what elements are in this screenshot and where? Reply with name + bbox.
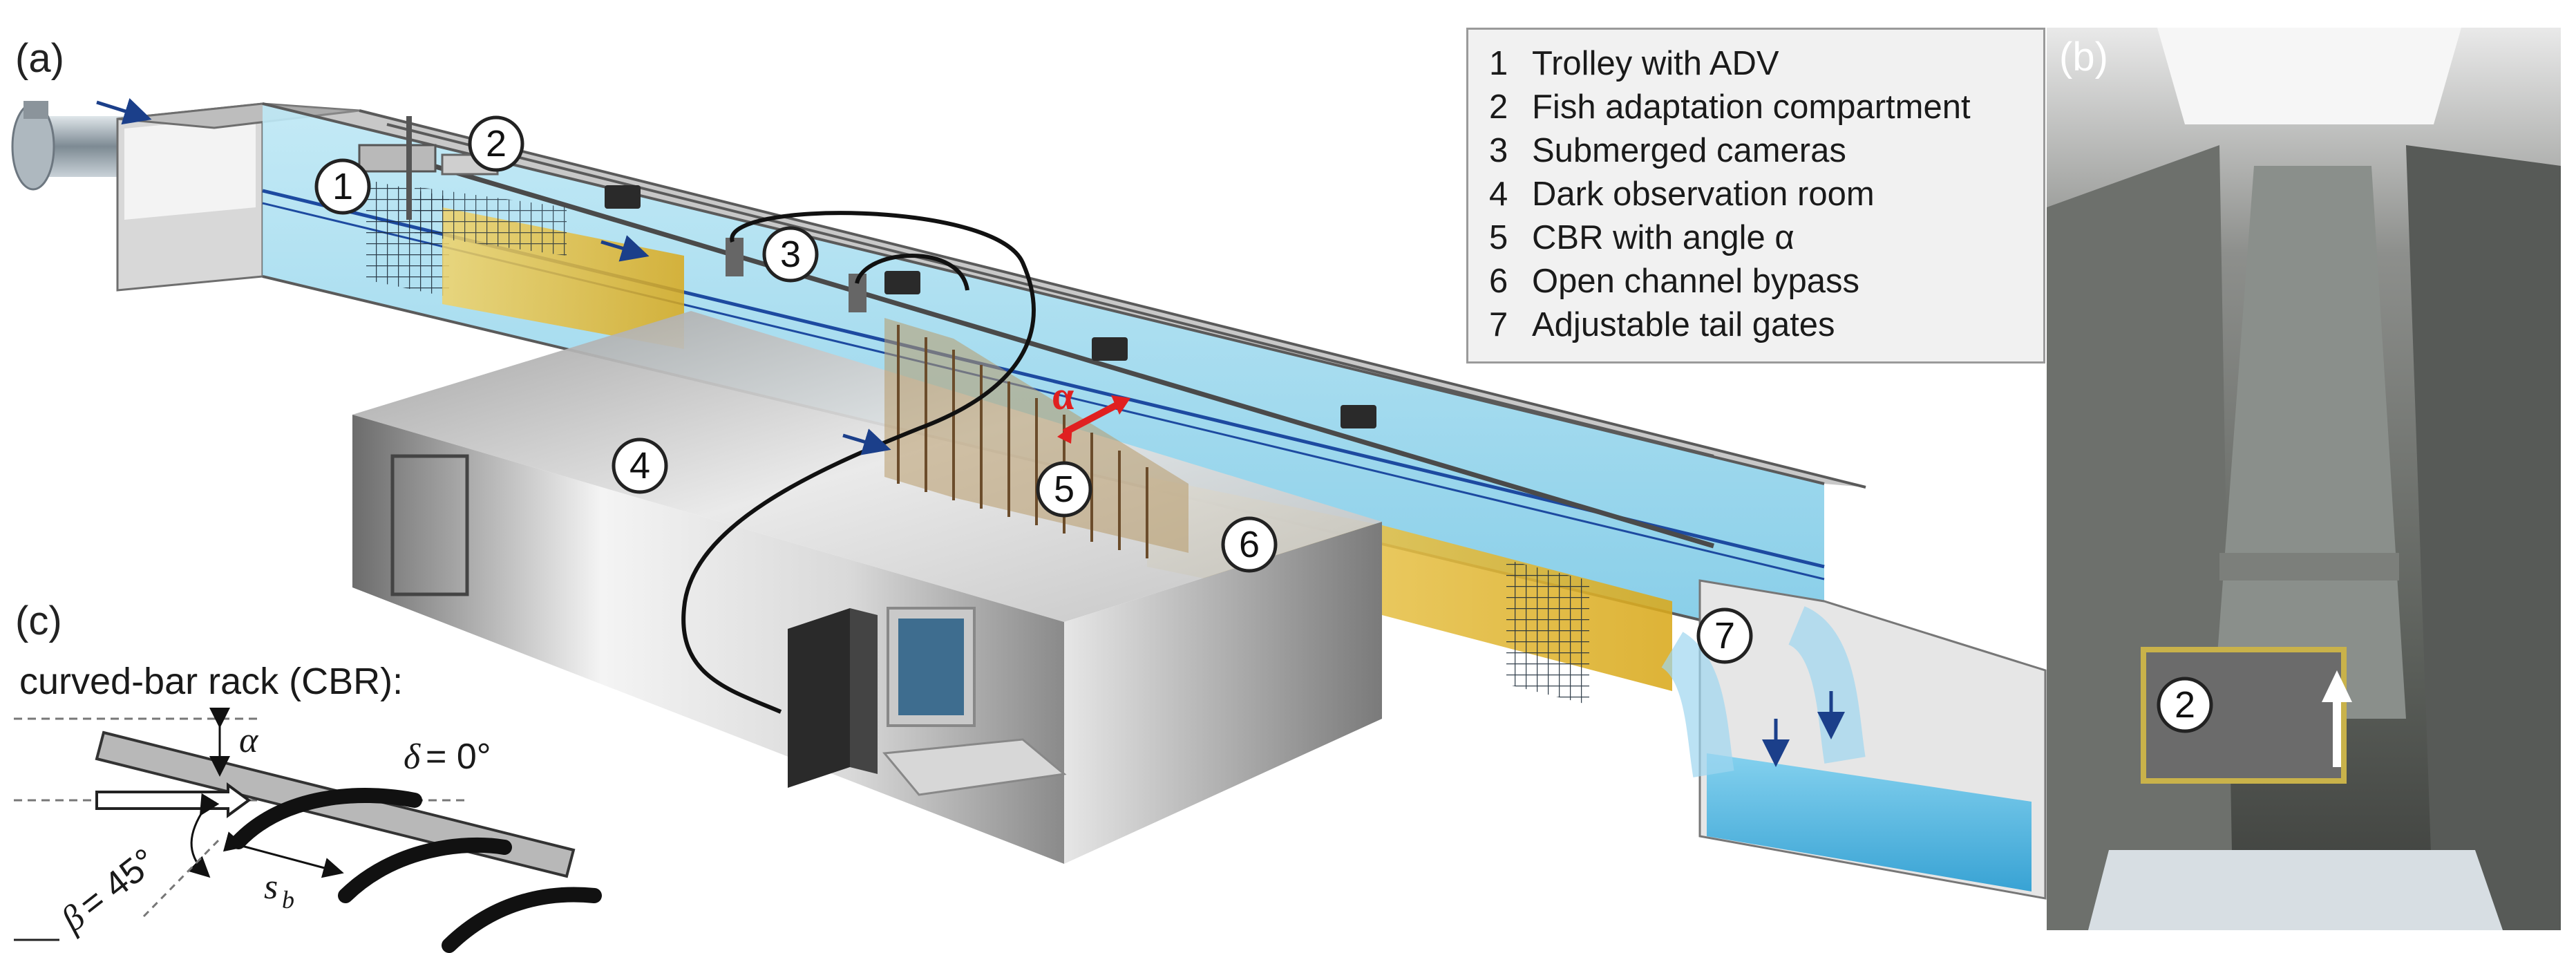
legend-text: Submerged cameras	[1532, 132, 1846, 169]
svg-text:5: 5	[1054, 469, 1074, 510]
head-tank	[116, 102, 360, 292]
cbr-angle-marker: α	[1052, 373, 1130, 444]
callout-5: 5	[1036, 461, 1092, 518]
legend-text: Trolley with ADV	[1532, 45, 1779, 82]
legend-number: 5	[1489, 219, 1508, 256]
legend-item: 3 Submerged cameras	[1489, 129, 2023, 173]
callout-6: 6	[1221, 516, 1278, 573]
svg-text:4: 4	[629, 445, 650, 487]
computer-icon	[788, 607, 1067, 796]
legend-item: 1 Trolley with ADV	[1489, 42, 2023, 86]
svg-text:3: 3	[780, 234, 801, 275]
legend-number: 2	[1489, 88, 1508, 126]
panel-label-b: (b)	[2059, 35, 2108, 79]
legend-number: 4	[1489, 176, 1508, 213]
alpha-label: α	[1052, 373, 1074, 418]
legend-text: Open channel bypass	[1532, 263, 1859, 300]
flow-arrows	[96, 97, 1845, 767]
callout-1: 1	[314, 158, 371, 215]
legend-text: Adjustable tail gates	[1532, 306, 1835, 343]
callout-7: 7	[1696, 607, 1753, 664]
photo-callout-2: 2	[2175, 684, 2195, 726]
callout-3: 3	[762, 226, 819, 283]
cbr-title: curved-bar rack (CBR):	[19, 661, 403, 702]
cbr-delta-symbol: δ	[404, 737, 421, 777]
photo-panel: (b) 2	[2047, 28, 2561, 930]
legend-item: 7 Adjustable tail gates	[1489, 303, 2023, 347]
cbr-schematic: (c) curved-bar rack (CBR): α δ = 0° s b …	[14, 598, 602, 953]
legend-item: 2 Fish adaptation compartment	[1489, 86, 2023, 129]
cbr-sb-symbol: s	[264, 867, 278, 907]
legend-number: 7	[1489, 306, 1508, 343]
flume-photo: (b) 2	[2047, 28, 2561, 930]
cbr-beta-value: = 45°	[72, 841, 164, 925]
cbr-alpha-label: α	[239, 721, 259, 760]
legend-item: 4 Dark observation room	[1489, 173, 2023, 216]
camera-cables	[681, 211, 1036, 714]
svg-text:6: 6	[1239, 524, 1260, 565]
dark-observation-room	[352, 311, 1382, 864]
fish-adaptation-compartment	[366, 180, 684, 349]
legend-box: 1 Trolley with ADV 2 Fish adaptation com…	[1466, 28, 2045, 364]
panel-label-a: (a)	[15, 36, 64, 81]
svg-text:7: 7	[1714, 615, 1735, 657]
svg-text:2: 2	[486, 123, 506, 164]
legend-text: Dark observation room	[1532, 176, 1875, 213]
tail-gates-basin	[1660, 579, 2047, 900]
callout-2: 2	[468, 115, 524, 172]
panel-label-c: (c)	[15, 598, 62, 643]
legend-number: 1	[1489, 45, 1508, 82]
cbr-sb-subscript: b	[282, 886, 294, 914]
legend-text: CBR with angle α	[1532, 219, 1794, 256]
legend-item: 6 Open channel bypass	[1489, 260, 2023, 303]
svg-text:1: 1	[332, 166, 353, 207]
legend-item: 5 CBR with angle α	[1489, 216, 2023, 260]
legend-text: Fish adaptation compartment	[1532, 88, 1971, 126]
legend-number: 6	[1489, 263, 1508, 300]
camera-icons	[605, 185, 1376, 428]
cbr-delta-value: = 0°	[426, 737, 491, 777]
legend-number: 3	[1489, 132, 1508, 169]
callout-4: 4	[612, 437, 668, 494]
